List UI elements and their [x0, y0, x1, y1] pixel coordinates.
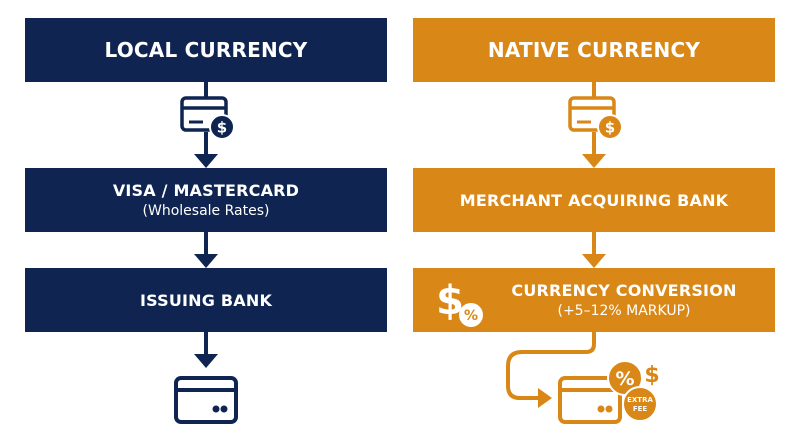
extra-fee-badge: EXTRA FEE — [622, 386, 658, 422]
wholesale-rates-label: (Wholesale Rates) — [142, 203, 270, 219]
visa-mastercard-label: VISA / MASTERCARD — [112, 181, 300, 200]
merchant-acquiring-bank-box: MERCHANT ACQUIRING BANK — [413, 168, 775, 232]
arrow-head — [194, 154, 218, 168]
visa-mastercard-box: VISA / MASTERCARD (Wholesale Rates) — [25, 168, 387, 232]
left-connectors — [194, 82, 218, 368]
dollar-percent-icon: $ % — [436, 278, 483, 327]
native-currency-header: NATIVE CURRENCY — [413, 18, 775, 82]
local-currency-title: LOCAL CURRENCY — [104, 38, 308, 62]
extra-fee-line2: FEE — [633, 405, 648, 413]
svg-text:$: $ — [605, 119, 615, 137]
svg-text:$: $ — [644, 363, 659, 388]
arrow-head — [194, 254, 218, 268]
markup-label: (+5–12% MARKUP) — [557, 303, 691, 319]
card-dollar-icon: $ — [180, 96, 235, 140]
curved-connector — [506, 332, 596, 400]
issuing-bank-label: ISSUING BANK — [139, 290, 273, 310]
credit-card-icon — [174, 376, 238, 424]
merchant-acquiring-bank-label: MERCHANT ACQUIRING BANK — [459, 190, 729, 210]
right-connectors — [506, 82, 606, 408]
arrow-head — [538, 388, 552, 408]
arrow-head — [194, 354, 218, 368]
card-dollar-icon: $ — [568, 96, 623, 140]
issuing-bank-box: ISSUING BANK — [25, 268, 387, 332]
card-extra-fee-icon — [558, 376, 622, 424]
currency-conversion-label: CURRENCY CONVERSION — [511, 281, 737, 300]
dollar-sign-icon: $ — [644, 363, 659, 388]
svg-text:%: % — [464, 308, 478, 324]
svg-text:$: $ — [217, 119, 227, 137]
extra-fee-line1: EXTRA — [627, 396, 653, 404]
native-currency-title: NATIVE CURRENCY — [487, 38, 701, 62]
local-currency-header: LOCAL CURRENCY — [25, 18, 387, 82]
percent-badge-icon: % — [607, 360, 643, 396]
svg-text:%: % — [615, 368, 634, 390]
arrow-head — [582, 254, 606, 268]
arrow-head — [582, 154, 606, 168]
